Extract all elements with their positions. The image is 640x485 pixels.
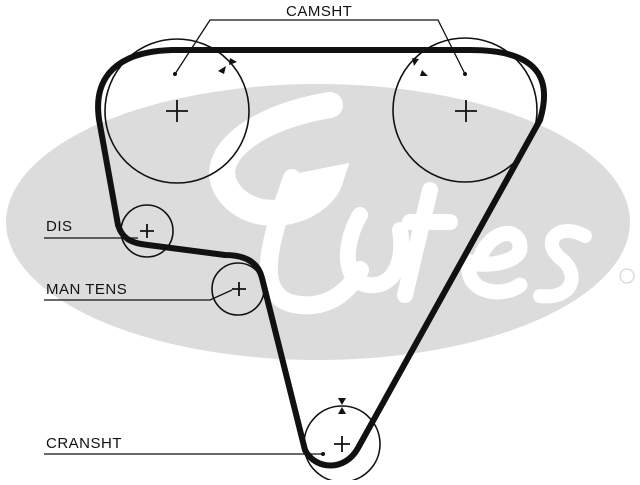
timing-arrow-icon (338, 398, 346, 405)
pulley-center-marks (140, 100, 477, 452)
center-plus-icon (166, 100, 188, 122)
timing-arrow-icon (420, 70, 428, 76)
camshaft-pulley-right (392, 37, 538, 183)
timing-arrow-icon (412, 58, 419, 66)
center-plus-icon (232, 282, 246, 296)
gates-watermark-logo (6, 84, 635, 360)
timing-arrow-icon (229, 58, 237, 65)
center-plus-icon (455, 100, 477, 122)
center-plus-icon (140, 224, 154, 238)
tensioner-leader-line (44, 289, 233, 301)
camshaft-label: CAMSHT (286, 3, 353, 20)
timing-belt (95, 47, 548, 469)
tensioner-label: MAN TENS (46, 281, 128, 298)
center-plus-icon (334, 436, 350, 452)
registered-mark-icon (619, 268, 635, 284)
distributor-label: DIS (46, 218, 73, 235)
timing-arrow-icon (218, 66, 226, 74)
leader-lines (44, 19, 466, 455)
camshaft-pulley-left (104, 38, 250, 184)
crankshaft-label: CRANSHT (46, 435, 123, 452)
timing-marks (173, 58, 467, 456)
camshaft-leader-line (174, 19, 466, 75)
timing-arrow-icon (338, 407, 346, 414)
